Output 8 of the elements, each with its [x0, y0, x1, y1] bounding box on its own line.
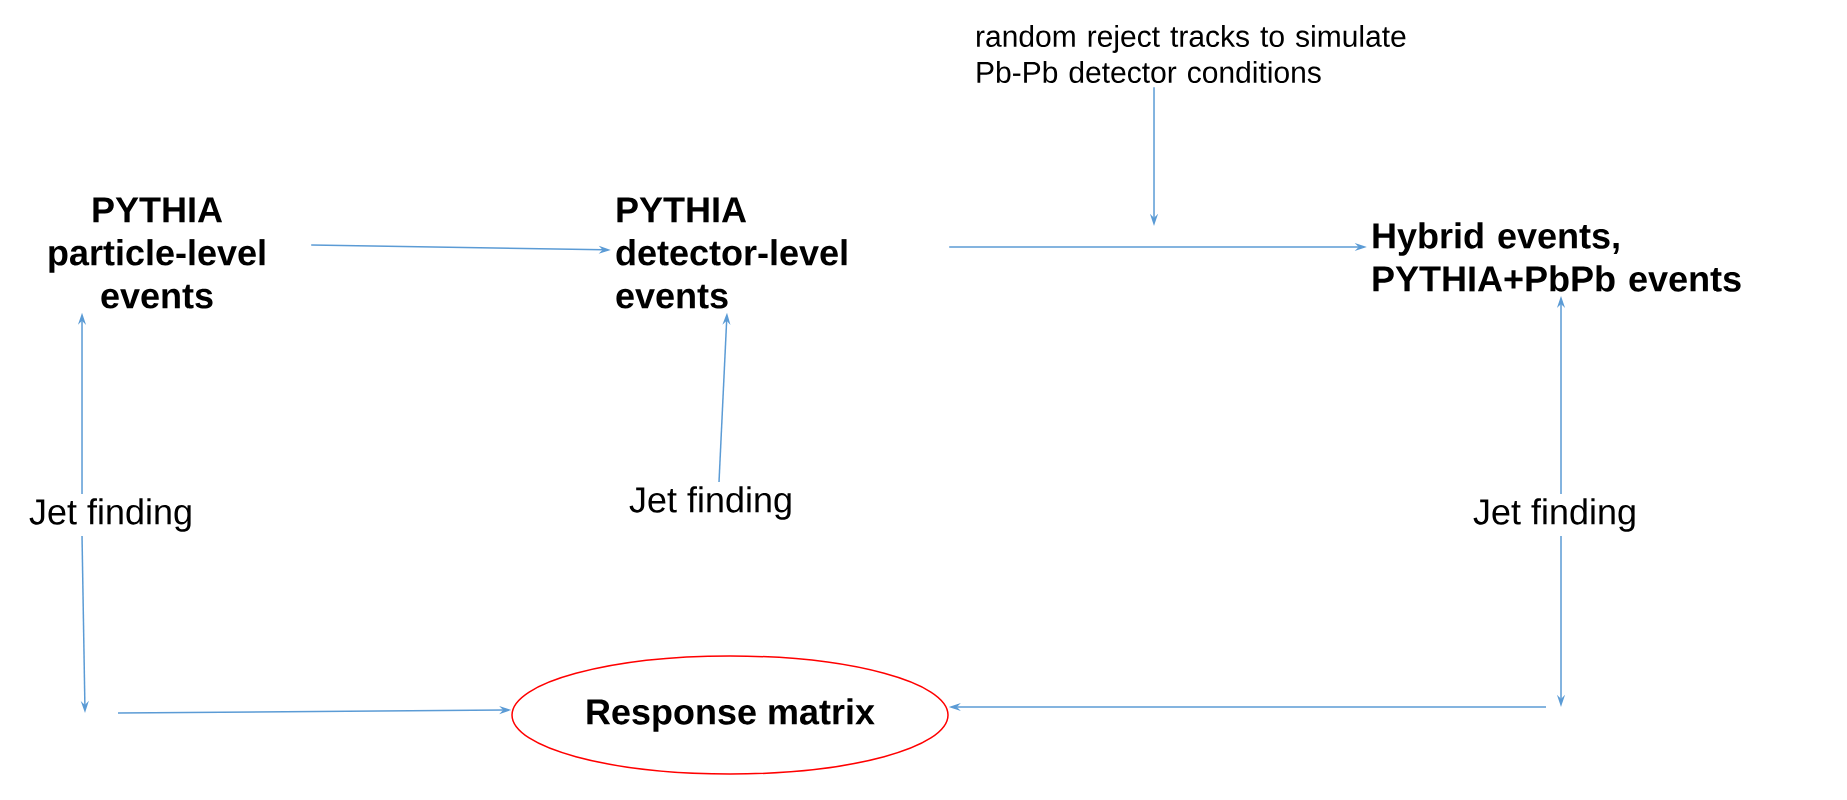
- step-text: Jet finding: [29, 498, 191, 532]
- note-text: random reject tracks to simulate Pb-Pb detector conditions: [977, 24, 1406, 83]
- node-text: PYTHIA particle-level events: [49, 197, 265, 309]
- step-text: Jet finding: [629, 486, 791, 520]
- step-text: Jet finding: [1473, 498, 1635, 532]
- node-text: Hybrid events, PYTHIA+PbPb events: [1373, 222, 1741, 292]
- node-text: PYTHIA detector-level events: [616, 197, 847, 309]
- ellipse-node: Response matrix: [511, 655, 949, 775]
